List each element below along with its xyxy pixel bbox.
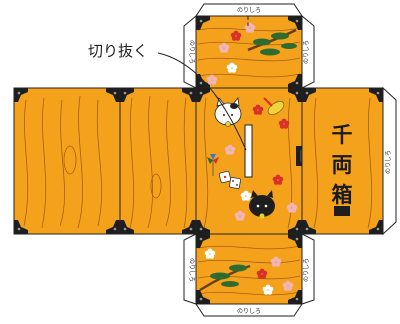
glue-flap-label-top: のりしろ [237, 7, 261, 14]
cut-out-label: 切り抜く [88, 42, 148, 60]
koban-coin-icon [263, 97, 285, 115]
box-title-char-2: 両 [332, 152, 353, 177]
top-panel [195, 15, 303, 89]
wood-grain-left [23, 95, 103, 229]
wood-grain-back [129, 95, 188, 229]
pointer-line [157, 52, 247, 151]
glue-flap-label-bottom: のりしろ [237, 308, 261, 315]
wood-grain-right [313, 97, 373, 229]
pine-branch-icon [199, 264, 251, 292]
glue-flap-label-top-left: のりしろ [188, 40, 195, 64]
right-glue-flap: のりしろ [382, 86, 397, 236]
box-title-char-3: 箱 [332, 182, 353, 207]
top-glue-flaps: のりしろ のりしろ のりしろ [183, 3, 315, 89]
glue-flap-label-bottom-left: のりしろ [188, 258, 195, 282]
clasp-icon [334, 206, 350, 216]
coin-slot-cutout[interactable] [244, 124, 253, 178]
glue-flap-label-bottom-right: のりしろ [303, 258, 310, 282]
dice-icon [218, 170, 241, 189]
cut-out-callout: 切り抜く [88, 42, 247, 151]
pine-branch-icon [247, 28, 297, 56]
glue-flap-label-top-right: のりしろ [303, 40, 310, 64]
right-side-panel: 千 両 箱 [301, 87, 384, 235]
box-title-char-1: 千 [332, 122, 353, 147]
wood-grain-front [203, 97, 293, 229]
pinwheel-icon [207, 154, 219, 176]
glue-flap-label-right: のりしろ [385, 150, 392, 174]
bottom-panel [195, 233, 303, 305]
front-panel [195, 87, 318, 235]
wood-grain-bottom [197, 245, 301, 296]
left-side-panel [13, 87, 121, 235]
back-panel [119, 87, 197, 235]
fold-lines [14, 15, 384, 305]
maneki-neko-black-icon [249, 190, 275, 219]
